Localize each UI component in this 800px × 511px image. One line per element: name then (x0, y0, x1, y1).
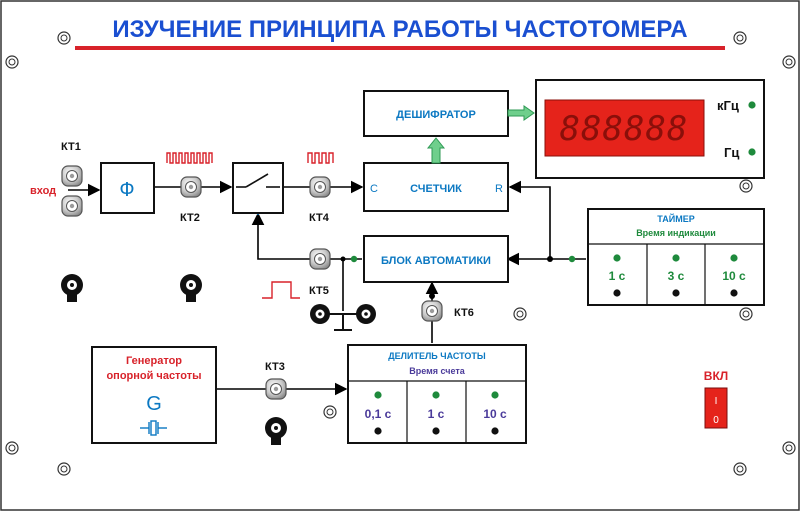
kt6-label: КТ6 (454, 307, 474, 319)
decoder-label: ДЕШИФРАТОР (396, 109, 476, 121)
switch-symbol (236, 173, 280, 188)
filter-block (100, 162, 155, 214)
unit-hz-label: Гц (724, 145, 739, 160)
kt4-test-point[interactable] (309, 176, 331, 198)
title-underline (75, 46, 725, 50)
power-switch[interactable]: I 0 (704, 387, 728, 429)
divider-option-label: 0,1 с (365, 407, 392, 421)
kt3-test-point[interactable] (265, 378, 287, 400)
divider-subtitle: Время счета (409, 366, 466, 376)
unit-hz-indicator (748, 148, 756, 156)
gate-switch-block (232, 162, 284, 214)
generator-label-line1: Генератор (126, 355, 182, 367)
timer-option-1s[interactable]: 1 с (609, 254, 626, 297)
kt5-label: КТ5 (309, 285, 329, 297)
timer-option-3s[interactable]: 3 с (668, 254, 685, 297)
page-title: ИЗУЧЕНИЕ ПРИНЦИПА РАБОТЫ ЧАСТОТОМЕРА (112, 16, 687, 43)
timer-title: ТАЙМЕР (657, 213, 694, 224)
automation-block (363, 235, 509, 283)
automation-label: БЛОК АВТОМАТИКИ (381, 255, 491, 267)
kt4-label: КТ4 (309, 212, 330, 224)
counter-label: СЧЕТЧИК (410, 183, 462, 195)
kt2-test-point[interactable] (180, 176, 202, 198)
junction-dots (340, 255, 576, 299)
timer-option-label: 10 с (722, 269, 746, 283)
timer-option-label: 3 с (668, 269, 685, 283)
power-label: ВКЛ (704, 369, 728, 383)
kt5-jack-pair[interactable] (310, 304, 376, 331)
decoder-block (363, 90, 509, 137)
filter-symbol: Ф (119, 179, 134, 201)
power-on-mark: I (715, 396, 718, 407)
counter-block (363, 162, 509, 212)
divider-option-label: 10 с (483, 407, 507, 421)
divider-option-0-1s[interactable]: 0,1 с (365, 391, 392, 435)
timer-option-10s[interactable]: 10 с (722, 254, 746, 297)
kt2-label: КТ2 (180, 212, 200, 224)
counter-c-input: C (370, 183, 378, 195)
input-label: вход (30, 185, 56, 197)
kt5-pulse-waveform (262, 281, 300, 299)
timer-subtitle: Время индикации (636, 228, 716, 238)
divider-option-label: 1 с (428, 407, 445, 421)
crystal-icon (140, 420, 167, 436)
led-display (544, 99, 705, 157)
generator-label-line2: опорной частоты (106, 370, 201, 382)
kt5-test-point[interactable] (309, 248, 331, 270)
display-digits: 888888 (560, 109, 689, 149)
unit-khz-indicator (748, 101, 756, 109)
divider-option-1s[interactable]: 1 с (428, 391, 445, 435)
generator-symbol: G (146, 393, 162, 415)
kt6-test-point[interactable] (421, 300, 443, 322)
divider-title: ДЕЛИТЕЛЬ ЧАСТОТЫ (388, 351, 486, 361)
power-off-mark: 0 (713, 415, 719, 426)
counter-r-input: R (495, 183, 503, 195)
kt3-label: КТ3 (265, 361, 285, 373)
kt2-pulse-waveform (166, 152, 213, 164)
unit-khz-label: кГц (717, 98, 739, 113)
decoder-to-display-arrow (507, 105, 535, 121)
kt4-pulse-waveform (307, 152, 334, 164)
divider-option-10s[interactable]: 10 с (483, 391, 507, 435)
timer-option-label: 1 с (609, 269, 626, 283)
kt1-label: КТ1 (61, 141, 81, 153)
counter-to-decoder-arrow (426, 137, 446, 164)
